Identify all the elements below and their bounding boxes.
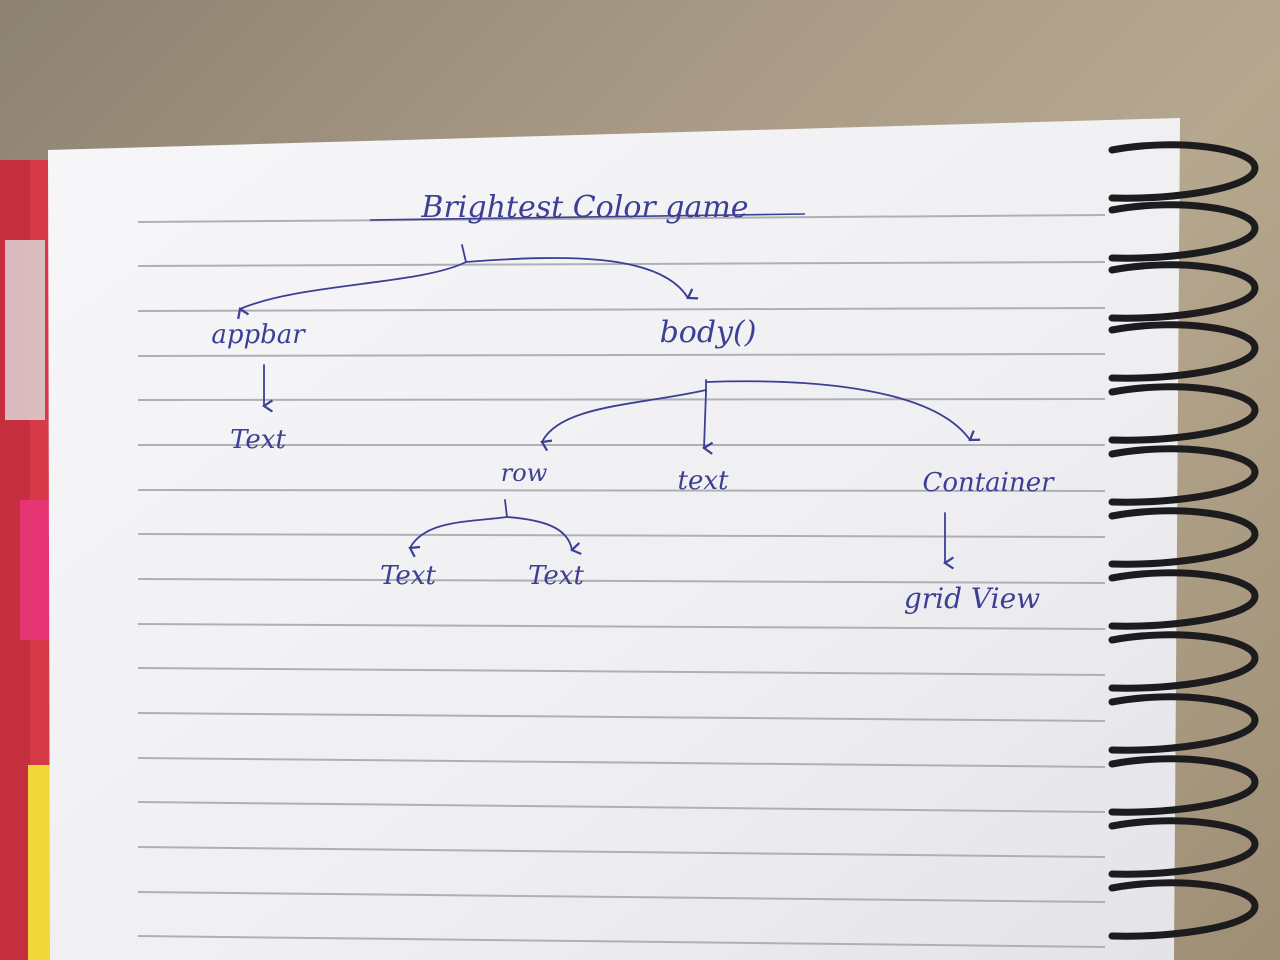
node-grid-view: grid View (904, 582, 1040, 615)
container-connector (705, 380, 981, 442)
diagram-connectors (237, 244, 981, 570)
appbar-connector (237, 261, 467, 320)
node-body: body() (660, 315, 757, 350)
node-appbar: appbar (211, 320, 306, 350)
root-branch-connector (461, 244, 467, 263)
node-row-text-2: Text (528, 561, 584, 591)
ruled-lines (137, 214, 1106, 948)
row-branch-connector (504, 499, 508, 518)
row-text-2-connector (506, 516, 582, 556)
row-connector (540, 389, 707, 452)
node-appbar-text: Text (230, 425, 286, 455)
spiral-binding (1108, 141, 1259, 940)
notebook-page (48, 118, 1180, 960)
node-row: row (501, 459, 548, 487)
node-container: Container (922, 468, 1055, 498)
body-text-connector (701, 391, 714, 455)
body-connector (465, 257, 699, 300)
row-text-1-connector (408, 516, 508, 558)
node-row-text-1: Text (380, 561, 436, 591)
diagram-title: Brightest Color game (420, 190, 748, 225)
node-body-text: text (678, 466, 729, 496)
title-underline (369, 213, 806, 221)
